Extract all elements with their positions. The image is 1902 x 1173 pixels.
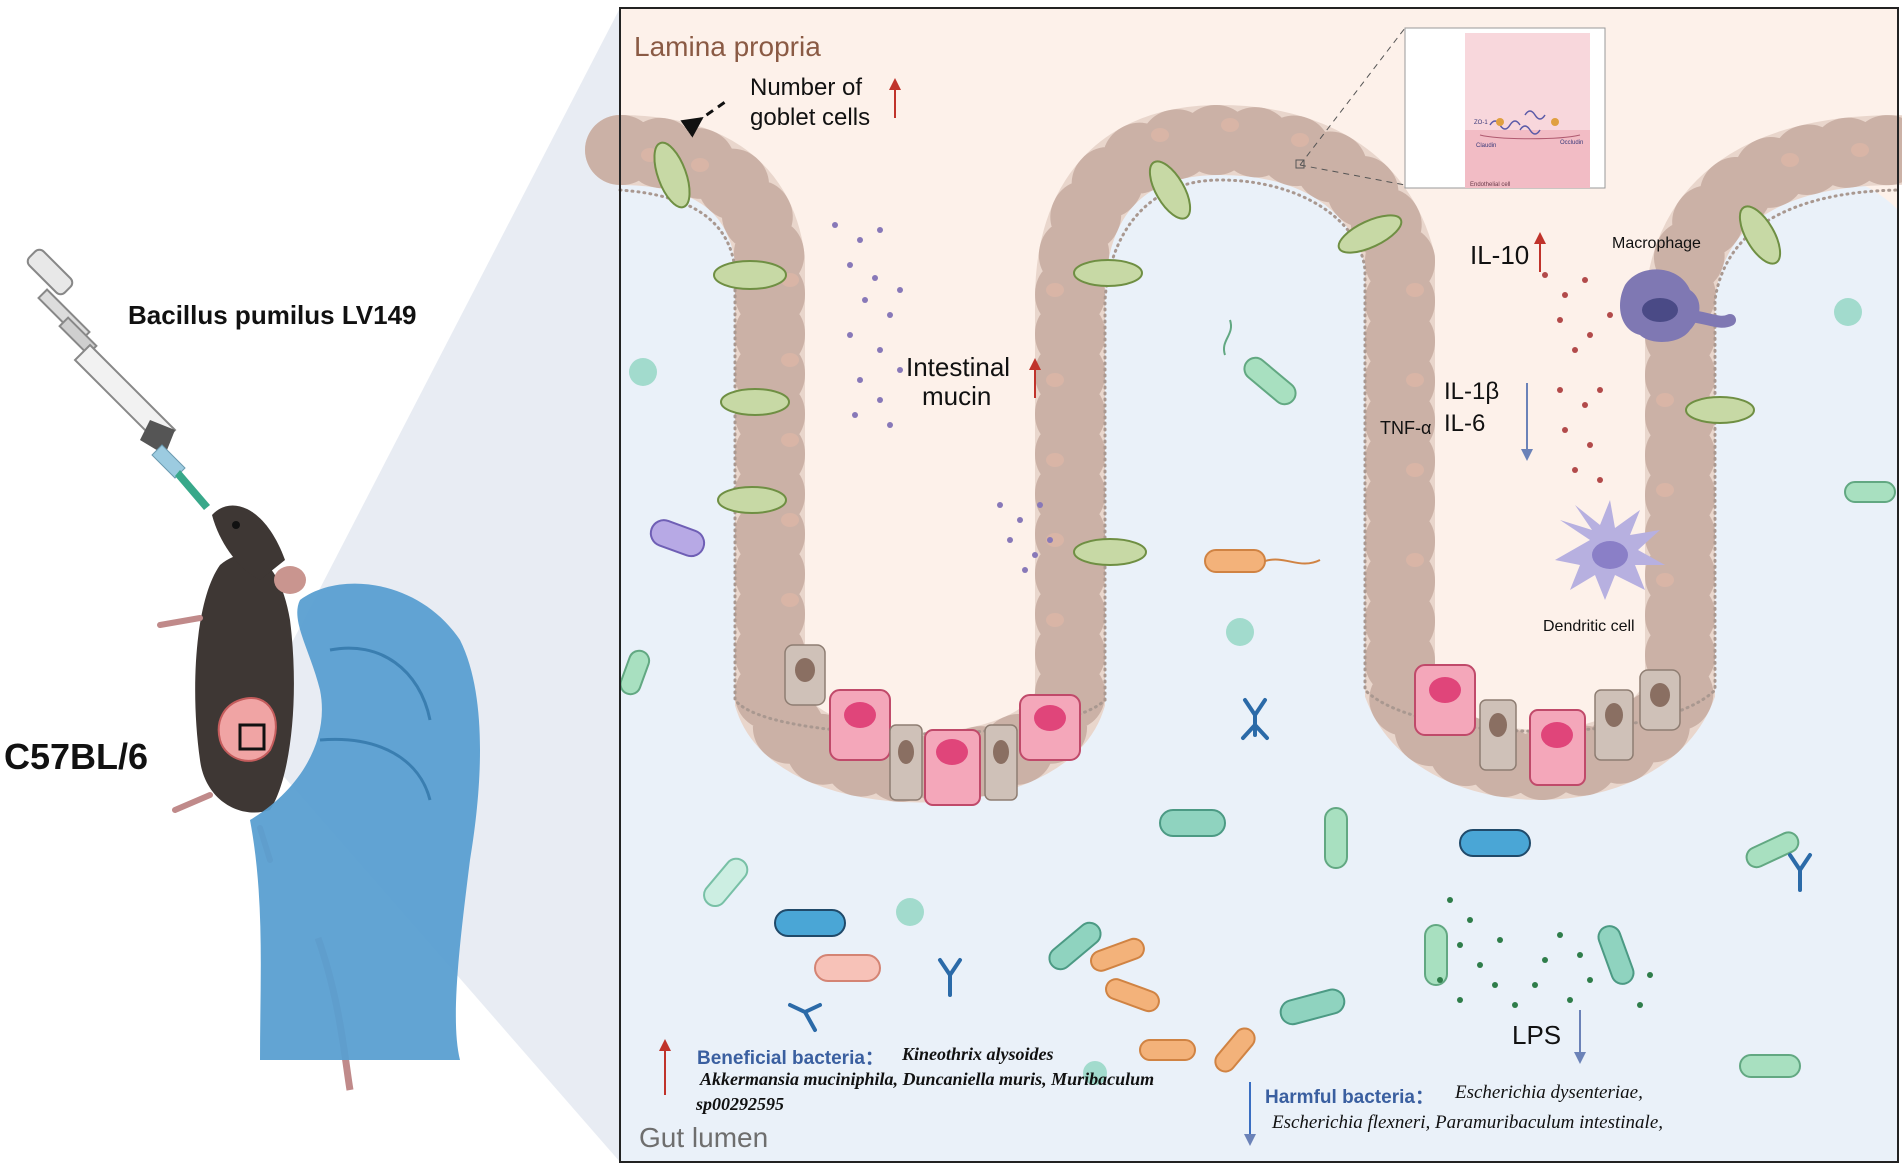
syringe-icon <box>26 248 210 510</box>
macrophage-label: Macrophage <box>1612 235 1701 252</box>
lps-dots <box>1437 897 1653 1008</box>
dendritic-cell-label: Dendritic cell <box>1543 618 1635 635</box>
tnfa-label: TNF-α <box>1380 418 1432 438</box>
beneficial-line1: Kineothrix alysoides <box>902 1044 1054 1064</box>
mouse-strain-label: C57BL/6 <box>4 736 149 777</box>
lamina-propria-label: Lamina propria <box>634 31 821 62</box>
beneficial-bacteria-label: Beneficial bacteria： <box>697 1048 884 1069</box>
macrophage-cell <box>1620 269 1736 342</box>
lps-label: LPS <box>1512 1020 1562 1050</box>
spheres <box>629 298 1862 1085</box>
cytokine-dots <box>1542 272 1613 483</box>
gut-lumen-label: Gut lumen <box>639 1122 769 1153</box>
inset-zo1: ZO-1 <box>1474 120 1488 126</box>
antibodies <box>788 698 1812 1032</box>
il1b-label: IL-1β <box>1444 378 1500 405</box>
strain-label: Bacillus pumilus LV149 <box>128 300 417 330</box>
paneth-cells <box>784 644 1681 806</box>
bacteria <box>619 319 1896 1078</box>
il6-label: IL-6 <box>1444 410 1486 437</box>
tight-junction-inset <box>1295 27 1606 189</box>
goblet-label-line2: goblet cells <box>750 104 871 131</box>
gloved-hand-icon <box>250 583 480 1060</box>
magnification-funnel <box>252 8 620 1162</box>
harmful-line1: Escherichia dysenteriae, <box>1455 1082 1643 1103</box>
indicator-arrows <box>659 78 1586 1146</box>
harmful-bacteria-label: Harmful bacteria： <box>1265 1087 1434 1108</box>
beneficial-line2: Akkermansia muciniphila, Duncaniella mur… <box>700 1069 1155 1089</box>
mucin-label-line1: Intestinal <box>906 352 1011 382</box>
magnified-panel <box>585 7 1902 1163</box>
beneficial-line3: sp00292595 <box>696 1094 785 1114</box>
inset-occludin: Occludin <box>1560 140 1584 146</box>
inset-claudin: Claudin <box>1476 143 1497 149</box>
dendritic-cell <box>1555 500 1665 600</box>
goblet-label-line1: Number of <box>750 74 863 101</box>
mucin-label-line2: mucin <box>922 381 992 411</box>
goblet-cells <box>653 141 1782 566</box>
il10-label: IL-10 <box>1470 240 1530 270</box>
inset-endothelial: Endothelial cell <box>1470 182 1511 188</box>
harmful-line2: Escherichia flexneri, Paramuribaculum in… <box>1272 1112 1664 1133</box>
mucin-granules <box>832 222 1053 573</box>
